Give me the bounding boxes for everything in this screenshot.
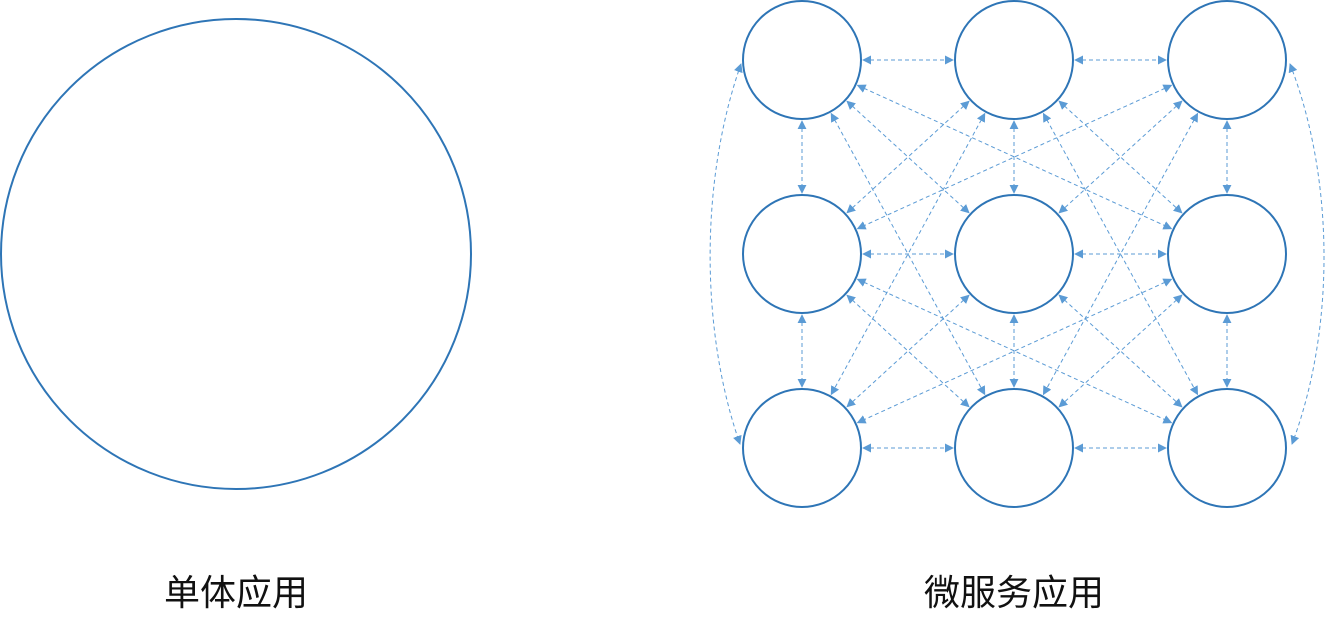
service-node-r3-c1 <box>742 388 862 508</box>
service-node-r1-c1 <box>742 0 862 120</box>
link-curved-left <box>709 63 743 445</box>
monolith-caption: 单体应用 <box>163 573 309 614</box>
service-node-r2-c2 <box>954 194 1074 314</box>
service-node-r2-c3 <box>1167 194 1287 314</box>
service-node-r3-c2 <box>954 388 1074 508</box>
microservices-caption: 微服务应用 <box>923 573 1105 614</box>
service-nodes <box>742 0 1287 508</box>
service-links <box>709 55 1325 453</box>
service-node-r1-c2 <box>954 0 1074 120</box>
link-long-diagonal <box>830 112 986 396</box>
monolith-circle <box>0 18 472 490</box>
service-node-r1-c3 <box>1167 0 1287 120</box>
link-curved-right <box>1288 63 1325 445</box>
service-node-r3-c3 <box>1167 388 1287 508</box>
service-node-r2-c1 <box>742 194 862 314</box>
link-long-diagonal <box>1042 112 1199 396</box>
